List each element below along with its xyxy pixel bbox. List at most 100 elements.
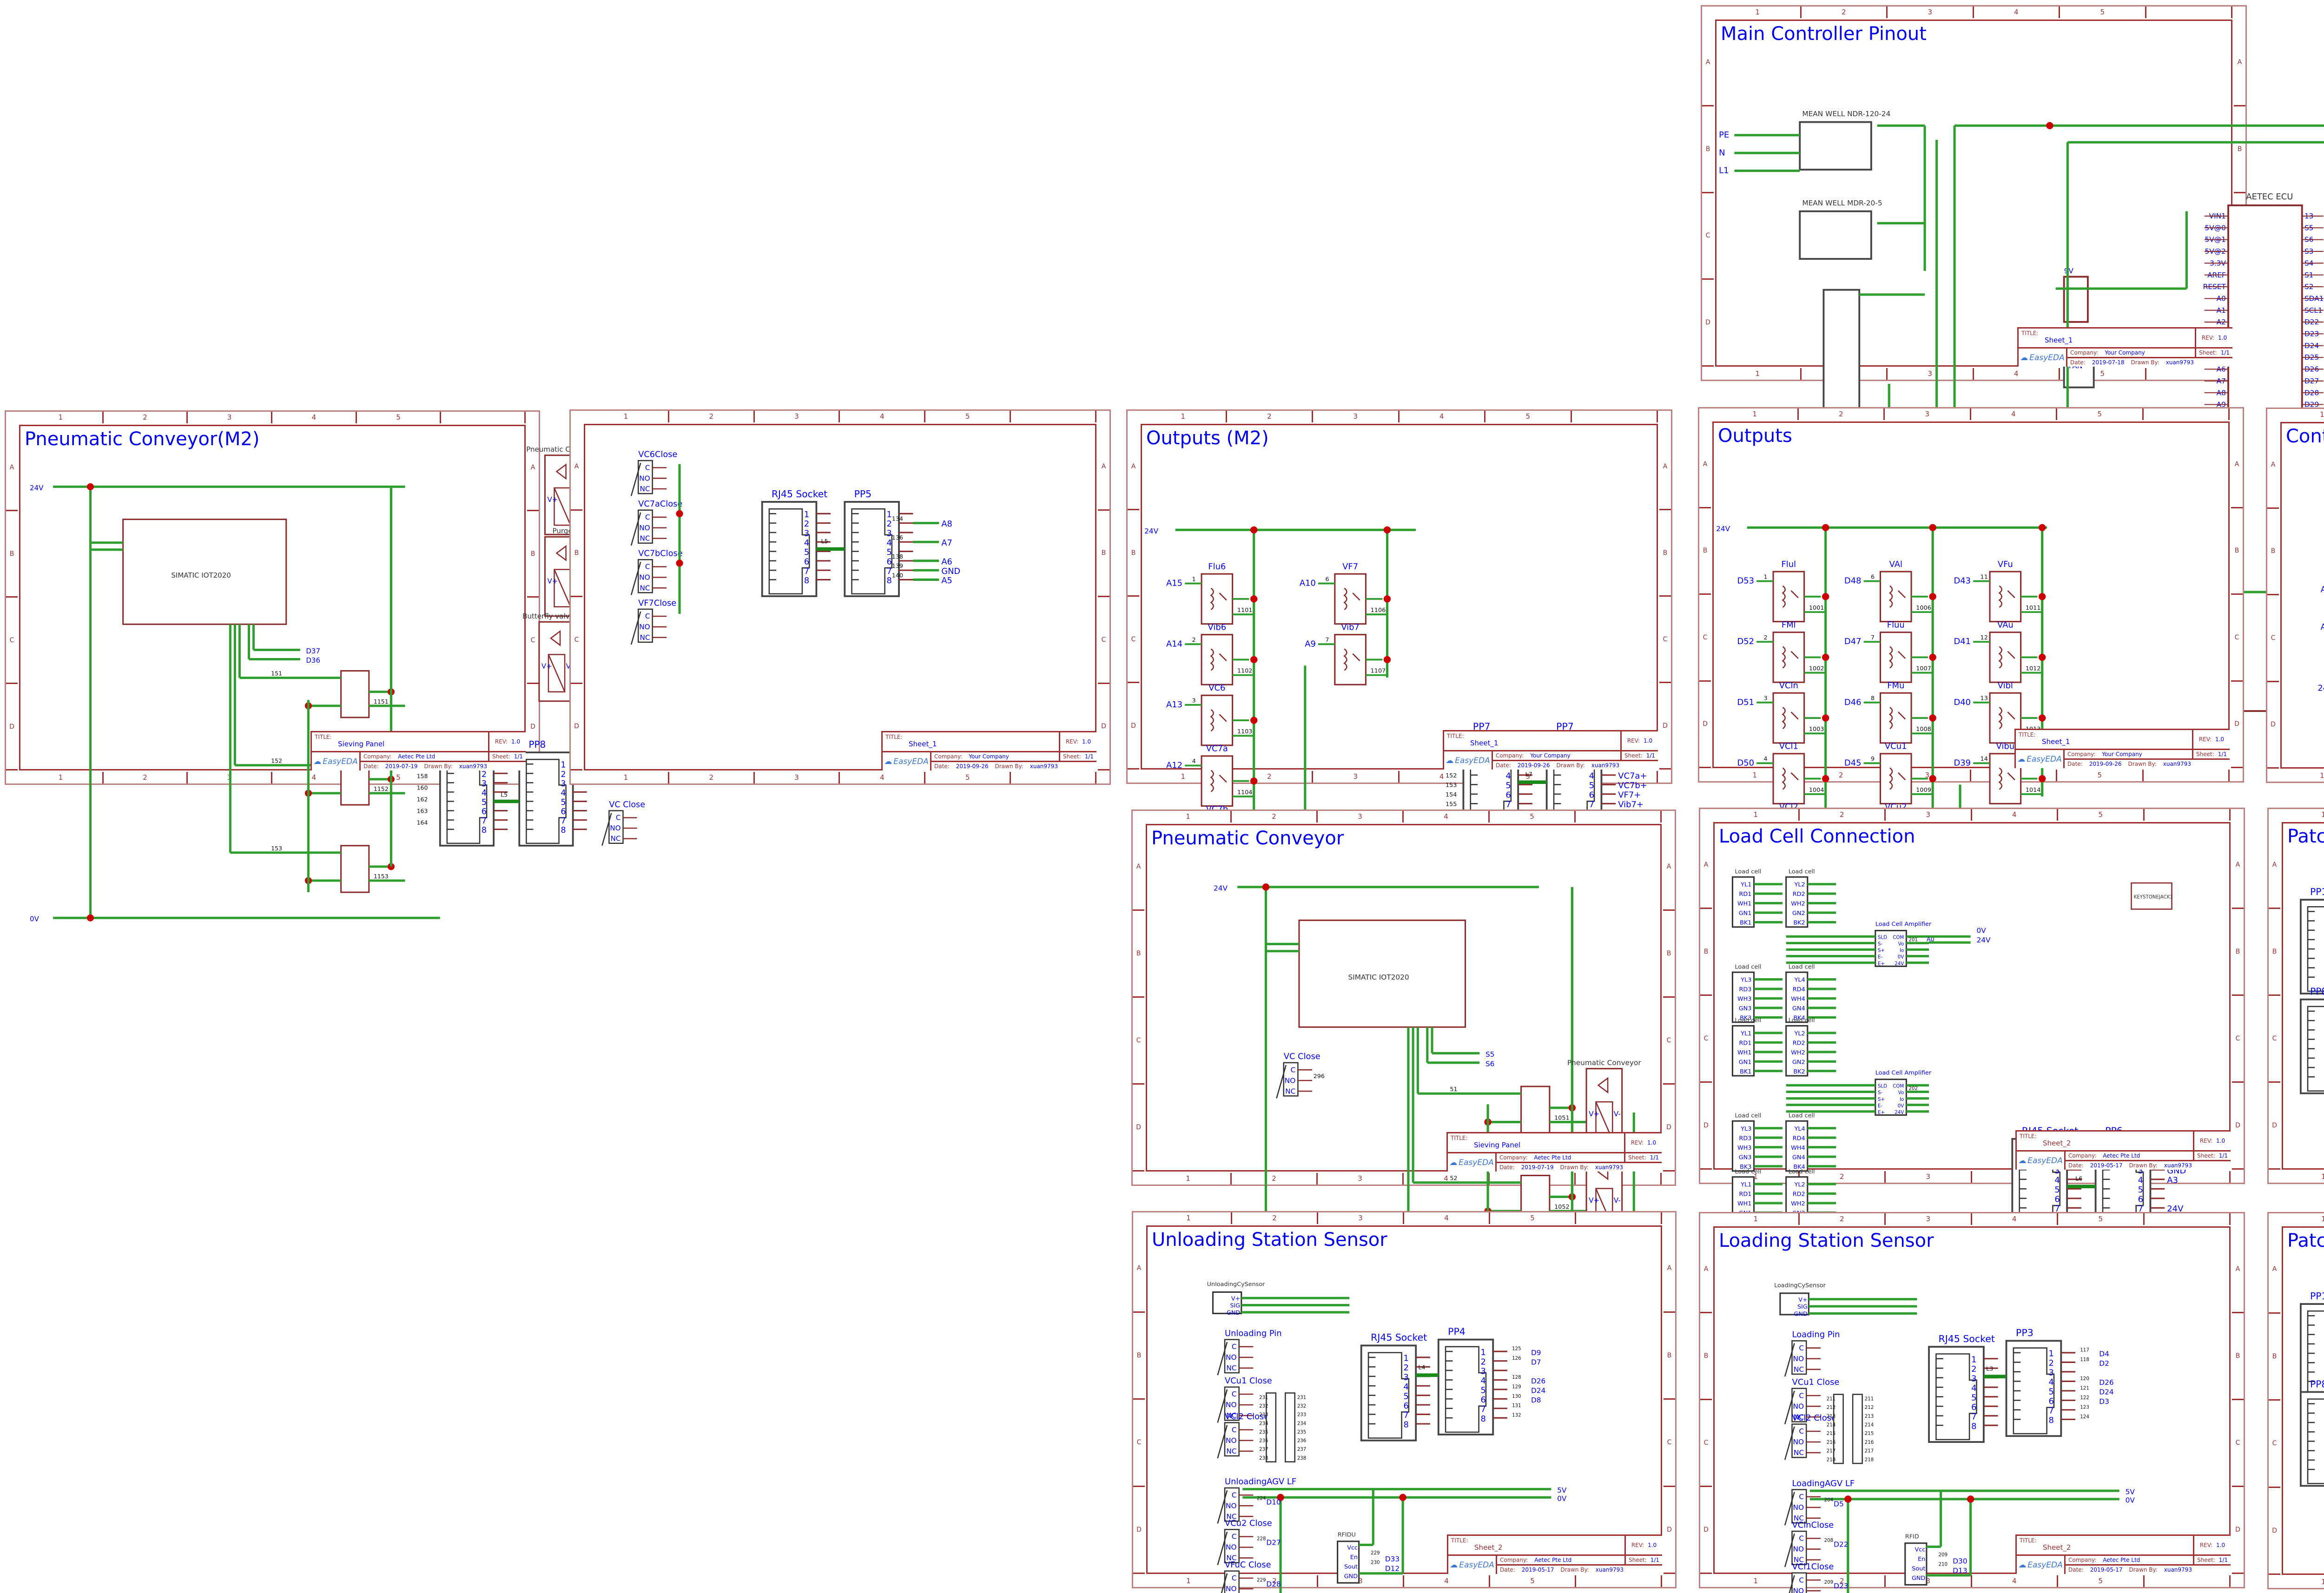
svg-text:2: 2 [1404, 1363, 1409, 1373]
zone-row-label: D [2269, 1083, 2280, 1170]
svg-text:C: C [1799, 1493, 1804, 1501]
svg-text:5: 5 [1505, 781, 1511, 790]
svg-text:Vibu: Vibu [1996, 742, 2015, 751]
zone-col-label: 3 [1313, 771, 1400, 783]
date-label: Date: [2068, 1567, 2084, 1573]
svg-text:D12: D12 [1385, 1565, 1400, 1573]
svg-text:1012: 1012 [2026, 665, 2041, 672]
svg-text:NO: NO [1793, 1438, 1804, 1446]
zone-col-label: 3 [1318, 1173, 1404, 1185]
rev-value: 1.0 [1082, 738, 1091, 745]
svg-text:201: 201 [1908, 937, 1918, 943]
sheet-label: Sheet: [2197, 1152, 2215, 1159]
zone-col-label: 4 [1404, 1575, 1490, 1587]
drawing-area: SIMATIC IOT202024V0VS5S65110515210525310… [1146, 824, 1662, 1332]
rev-value: 1.0 [2215, 736, 2225, 743]
svg-text:1106: 1106 [1371, 607, 1386, 614]
zone-col-label [441, 412, 526, 423]
zone-col-label [1576, 811, 1662, 823]
svg-text:8: 8 [1971, 1422, 1976, 1431]
zone-row-label: C [1700, 1400, 1712, 1487]
zone-col-label: 4 [1971, 408, 2057, 420]
svg-text:UnloadingAGV LF: UnloadingAGV LF [1225, 1477, 1296, 1487]
svg-text:NO: NO [639, 573, 650, 581]
zone-col-label: 1 [584, 411, 669, 422]
svg-text:YL2: YL2 [1794, 882, 1805, 889]
svg-text:AP+: AP+ [2321, 623, 2324, 632]
svg-text:8: 8 [482, 826, 487, 835]
svg-text:L7: L7 [1525, 771, 1532, 778]
rev-label: REV: [2199, 736, 2212, 743]
zone-row-label: A [2232, 1226, 2244, 1313]
svg-text:Flu6: Flu6 [1208, 562, 1226, 572]
zone-col-label: 3 [1888, 7, 1974, 18]
svg-text:BK2: BK2 [1793, 920, 1805, 927]
zone-col-label [1011, 411, 1096, 422]
svg-text:209: 209 [1939, 1552, 1948, 1558]
title-label: TITLE: [1451, 1135, 1468, 1141]
drawing-area: 24V0VFlulD5311001FMlD5221002VClnD5131003… [1712, 421, 2230, 899]
svg-text:S6: S6 [1486, 1060, 1494, 1068]
svg-text:L5: L5 [821, 538, 828, 545]
zone-col-label: 1 [2282, 809, 2324, 821]
svg-text:3: 3 [561, 779, 566, 789]
svg-text:Unloading Pin: Unloading Pin [1225, 1329, 1282, 1338]
svg-text:D52: D52 [1737, 637, 1754, 646]
svg-text:C: C [1232, 1426, 1237, 1434]
zone-row-label: B [6, 511, 18, 598]
svg-text:En: En [1350, 1554, 1358, 1561]
svg-text:BK1: BK1 [1740, 1068, 1751, 1075]
wire-layer: SIMATIC IOT202024V0VS5S65110515210525310… [1214, 883, 1641, 1332]
svg-text:Vibl: Vibl [1998, 681, 2013, 691]
svg-text:VCl2 Close: VCl2 Close [1792, 1413, 1836, 1423]
svg-text:211: 211 [1865, 1396, 1874, 1402]
svg-text:7: 7 [1481, 1404, 1486, 1414]
svg-text:0V: 0V [2126, 1496, 2135, 1505]
svg-text:C: C [616, 814, 621, 822]
wire-layer: 24V0VFlu6A1511101Vib6A1421102VC6A1331103… [1144, 526, 1647, 897]
date-label: Date: [363, 763, 379, 770]
svg-text:V+: V+ [541, 662, 552, 671]
svg-text:NC: NC [1794, 1365, 1804, 1374]
zone-col-label: 2 [1227, 411, 1313, 422]
svg-text:5: 5 [1589, 781, 1594, 790]
svg-text:11: 11 [1981, 573, 1988, 580]
svg-text:215: 215 [1865, 1431, 1874, 1436]
svg-text:VC6: VC6 [1208, 683, 1225, 693]
svg-text:9: 9 [1871, 756, 1875, 763]
svg-text:5: 5 [1404, 1391, 1409, 1401]
svg-text:A10: A10 [1300, 579, 1316, 588]
svg-text:1052: 1052 [1554, 1204, 1570, 1211]
zone-col-label: 4 [1972, 1213, 2058, 1225]
svg-text:D2: D2 [2099, 1359, 2109, 1368]
svg-text:4: 4 [804, 539, 809, 548]
sheet-title: Outputs [1718, 425, 1792, 447]
zone-row-label: C [2269, 1401, 2280, 1488]
svg-text:D28: D28 [1266, 1580, 1281, 1588]
svg-text:E+: E+ [1878, 961, 1885, 967]
svg-text:8: 8 [561, 826, 566, 835]
drawn-by-value: xuan9793 [2164, 1162, 2192, 1169]
easyeda-logo: ☁EasyEDA [2019, 349, 2067, 367]
zone-col-label: 1 [1146, 1173, 1232, 1185]
svg-text:GN4: GN4 [1792, 1005, 1805, 1012]
svg-text:218: 218 [1865, 1457, 1874, 1462]
svg-text:233: 233 [1259, 1413, 1268, 1418]
svg-text:C: C [1291, 1066, 1296, 1074]
